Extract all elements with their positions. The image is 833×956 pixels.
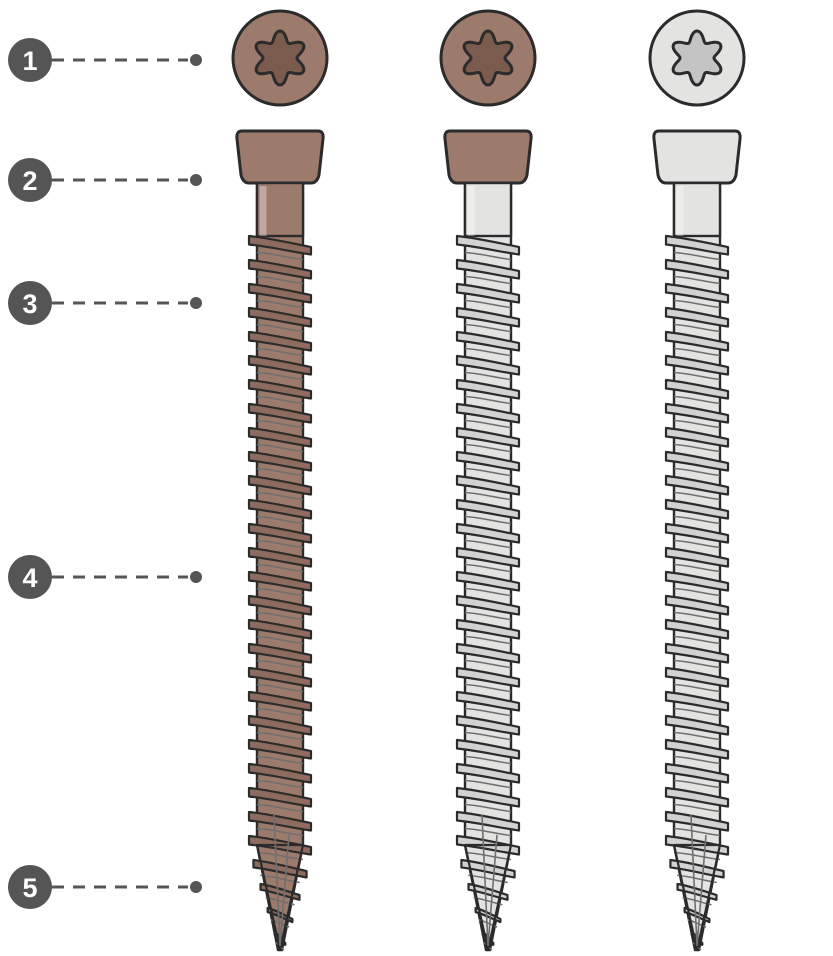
- drive-recess-head-top-view: [648, 9, 746, 107]
- callout-number-label: 5: [22, 873, 37, 903]
- callout-1[interactable]: 1: [8, 38, 202, 82]
- screw-head-side-view: [652, 129, 742, 185]
- screw-head-side-view: [235, 129, 325, 185]
- torx-star-icon: [254, 29, 306, 87]
- callout-5[interactable]: 5: [8, 865, 202, 909]
- callout-endpoint-dot: [190, 297, 202, 309]
- callout-endpoint-dot: [190, 54, 202, 66]
- drive-recess-head-top-view: [439, 9, 537, 107]
- threaded-shank: [247, 181, 313, 952]
- callout-number-label: 3: [22, 289, 37, 319]
- screw-3: [648, 9, 746, 952]
- callout-endpoint-dot: [190, 881, 202, 893]
- screw-2: [439, 9, 537, 952]
- callout-3[interactable]: 3: [8, 281, 202, 325]
- threaded-shank: [455, 181, 521, 952]
- screw-1: [231, 9, 329, 952]
- callout-number-label: 4: [22, 563, 37, 593]
- callout-marker-circle[interactable]: [8, 555, 52, 599]
- screw-head-side-view: [443, 129, 533, 185]
- callout-number-label: 2: [22, 166, 37, 196]
- callout-2[interactable]: 2: [8, 158, 202, 202]
- drive-recess-head-top-view: [231, 9, 329, 107]
- torx-star-icon: [462, 29, 514, 87]
- callout-endpoint-dot: [190, 571, 202, 583]
- callout-4[interactable]: 4: [8, 555, 202, 599]
- callout-endpoint-dot: [190, 174, 202, 186]
- threaded-shank: [664, 181, 730, 952]
- callout-marker-circle[interactable]: [8, 281, 52, 325]
- callout-number-label: 1: [22, 46, 37, 76]
- callout-marker-circle[interactable]: [8, 158, 52, 202]
- torx-star-icon: [671, 29, 723, 87]
- callout-marker-circle[interactable]: [8, 865, 52, 909]
- callout-marker-circle[interactable]: [8, 38, 52, 82]
